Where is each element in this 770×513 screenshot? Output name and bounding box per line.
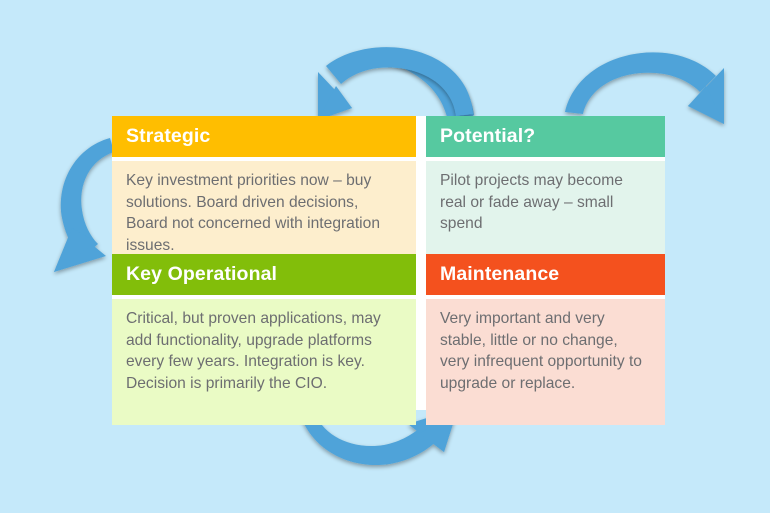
quadrant-matrix: Strategic Potential? Key investment prio… [112,116,665,425]
arrow-top-left-icon [356,53,474,119]
arrow-left-icon [54,138,114,272]
quadrant-maintenance-header-cell: Maintenance [421,254,665,295]
quadrant-strategic-body-cell: Key investment priorities now – buy solu… [112,157,421,269]
quadrant-potential-body-cell: Pilot projects may become real or fade a… [421,157,665,269]
quadrant-header-key-operational[interactable]: Key Operational [112,254,416,295]
quadrant-strategic-header-cell: Strategic [112,116,421,157]
quadrant-potential-header-cell: Potential? [421,116,665,157]
arrow-top-right-icon [565,52,724,124]
quadrant-header-potential[interactable]: Potential? [426,116,665,157]
quadrant-body-key-operational: Critical, but proven applications, may a… [112,299,416,425]
quadrant-body-potential: Pilot projects may become real or fade a… [426,161,665,269]
quadrant-key-operational-body-cell: Critical, but proven applications, may a… [112,295,421,425]
quadrant-header-strategic[interactable]: Strategic [112,116,416,157]
quadrant-body-maintenance: Very important and very stable, little o… [426,299,665,425]
quadrant-body-strategic: Key investment priorities now – buy solu… [112,161,416,269]
quadrant-header-maintenance[interactable]: Maintenance [426,254,665,295]
quadrant-maintenance-body-cell: Very important and very stable, little o… [421,295,665,425]
arrow-top-left-body-icon [318,47,473,120]
quadrant-key-operational-header-cell: Key Operational [112,254,421,295]
